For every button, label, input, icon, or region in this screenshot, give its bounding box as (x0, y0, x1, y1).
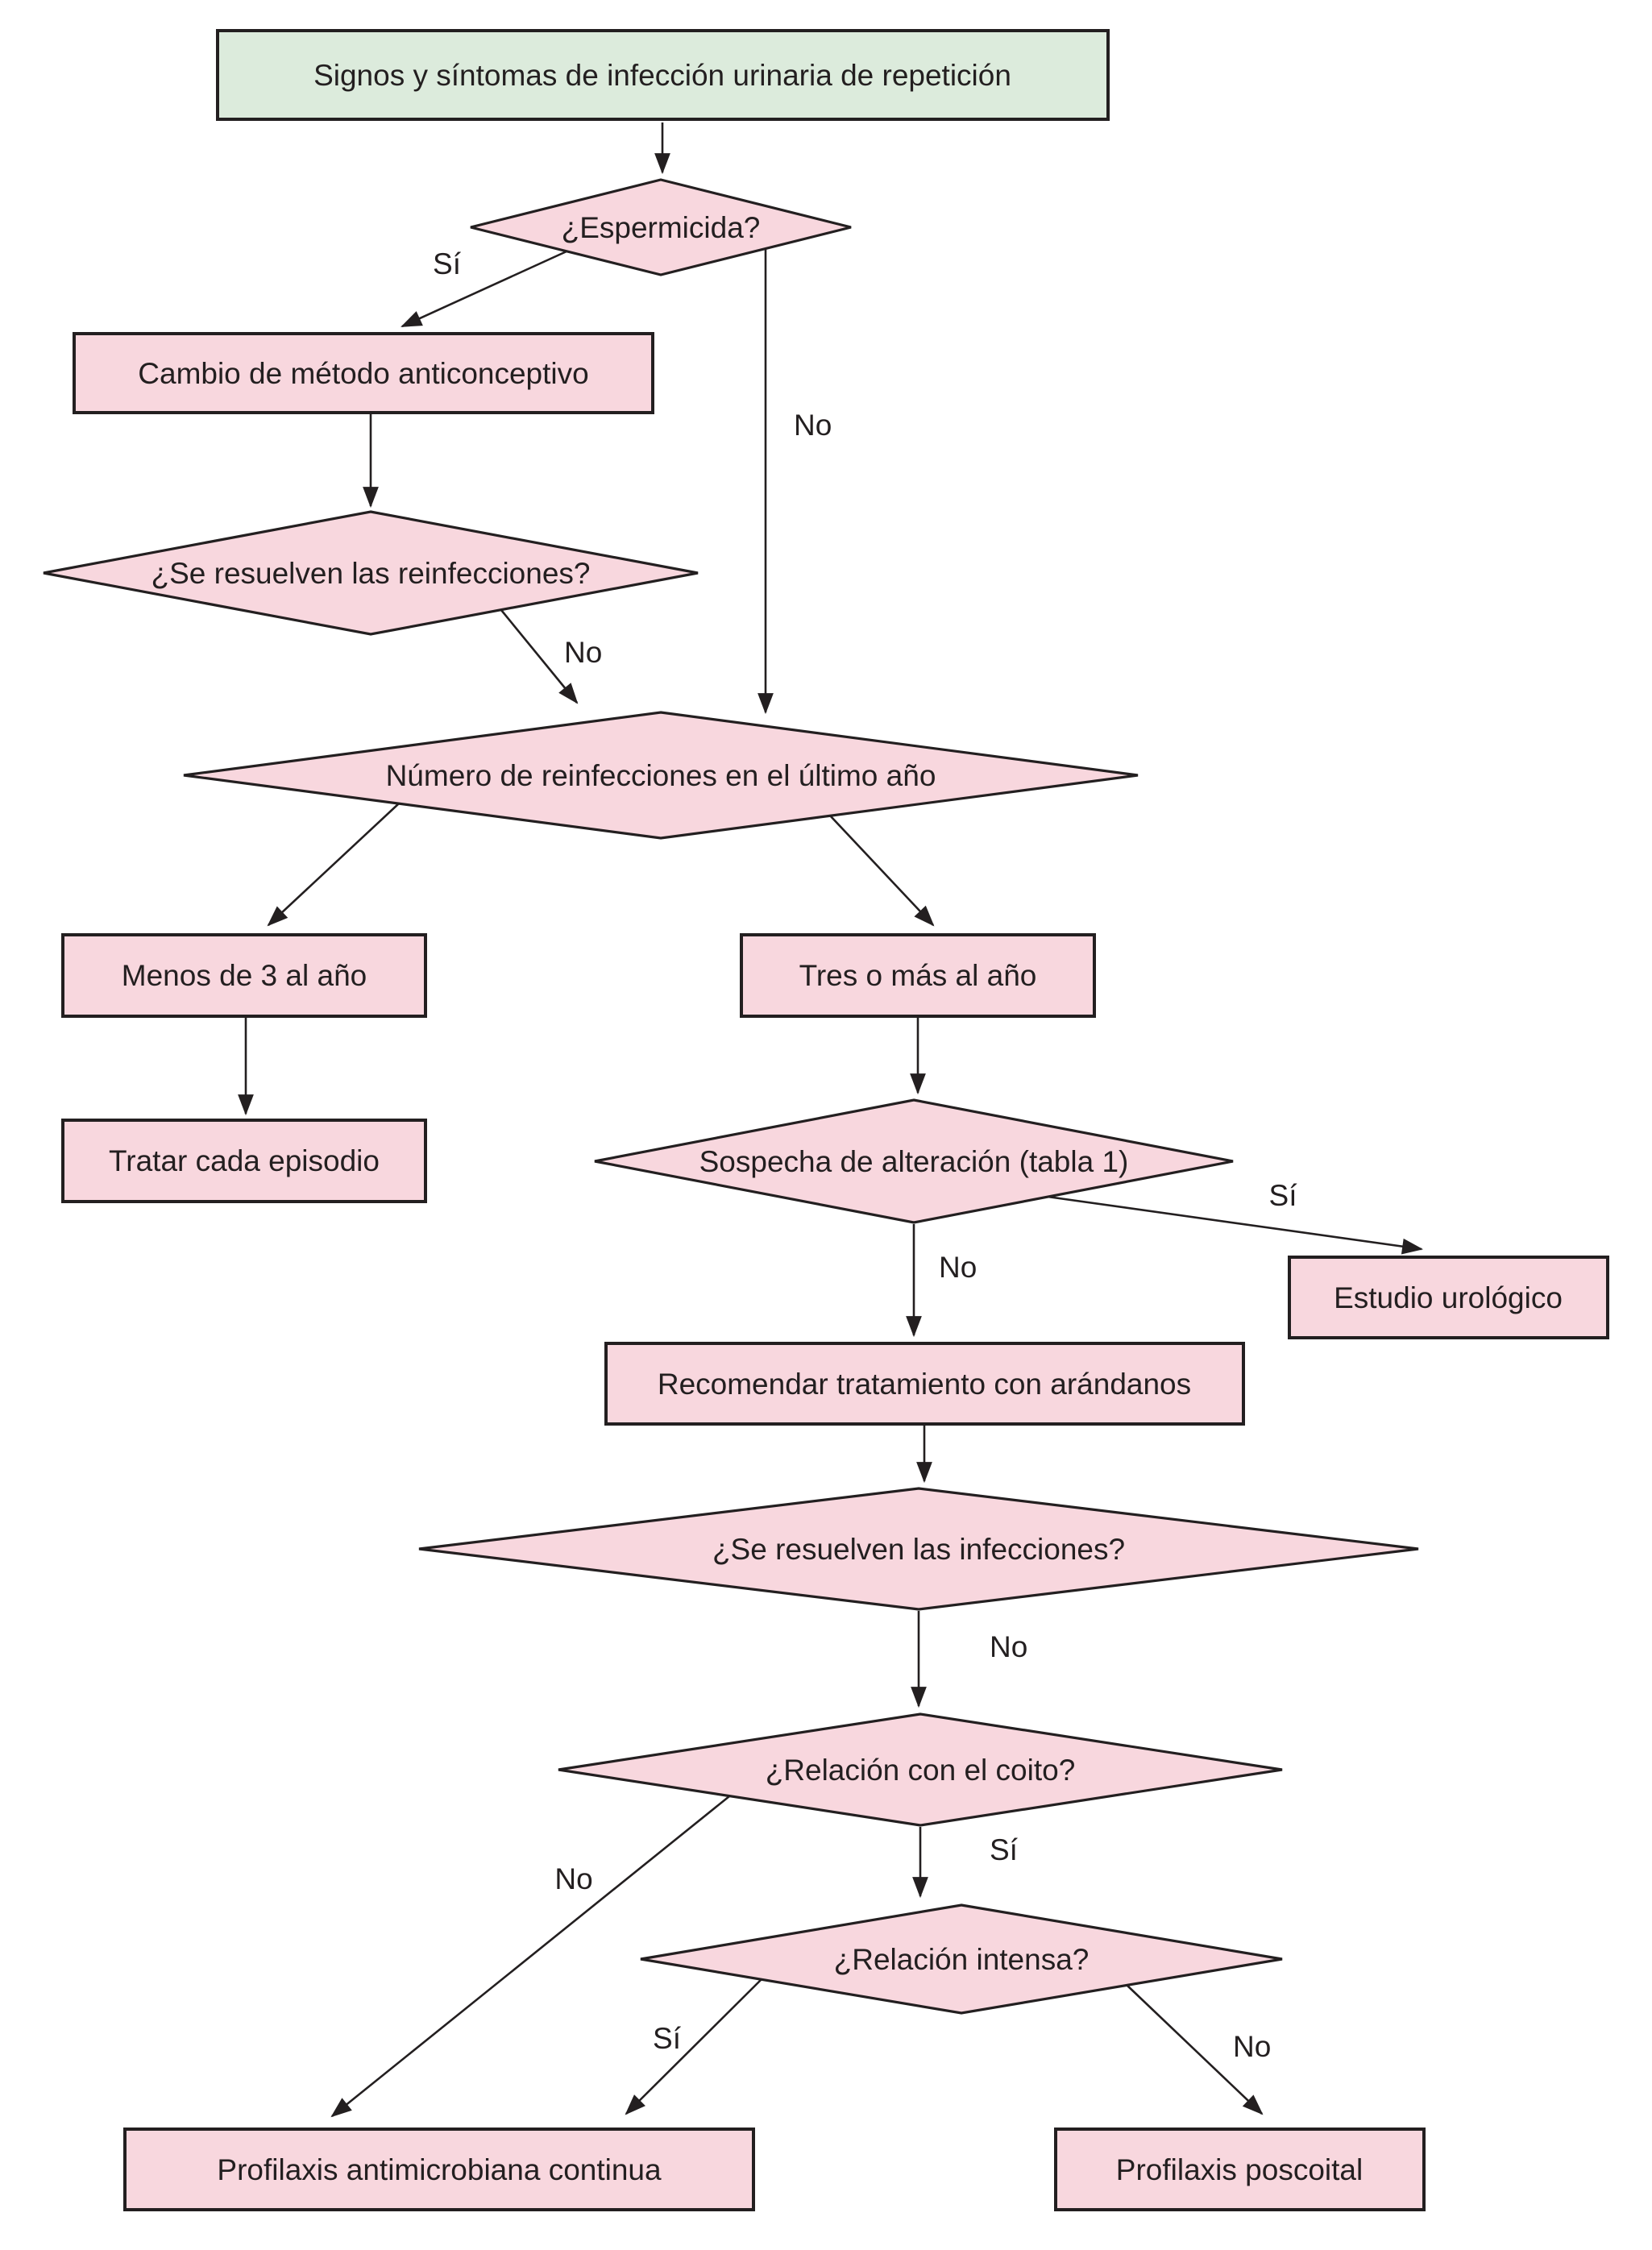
label-intensa-si: Sí (653, 2022, 682, 2055)
resuelven-infecciones-diamond (418, 1487, 1419, 1611)
sospecha-alteracion-diamond (594, 1098, 1234, 1224)
numero-reinfecciones-diamond (183, 711, 1139, 840)
edge-labels: Sí No No Sí No No Sí No Sí No (433, 247, 1297, 2063)
edge-reinfecciones-no-to-numero (500, 609, 579, 704)
node-profilaxis-poscoital: Profilaxis poscoital (1054, 2128, 1426, 2211)
relacion-coito-diamond (558, 1712, 1283, 1827)
profilaxis-poscoital-box (1054, 2128, 1426, 2211)
menos-de-3-label: Menos de 3 al año (122, 959, 367, 992)
label-espermicida-no: No (794, 409, 832, 442)
relacion-intensa-diamond (640, 1903, 1283, 2015)
estudio-urologico-box (1288, 1256, 1609, 1339)
edge-espermicida-si-to-cambio (401, 250, 567, 328)
tres-o-mas-box (740, 933, 1096, 1018)
resuelven-reinfecciones-diamond (43, 510, 699, 636)
profilaxis-continua-box (123, 2128, 755, 2211)
start-box (216, 29, 1110, 121)
tratamiento-arandanos-box (604, 1342, 1245, 1426)
edge-numero-to-tres-o-mas (829, 815, 935, 927)
label-sospecha-si: Sí (1269, 1179, 1298, 1212)
node-sospecha-alteracion: Sospecha de alteración (tabla 1) (594, 1098, 1234, 1224)
node-tratar-episodio: Tratar cada episodio (61, 1119, 427, 1203)
relacion-coito-label: ¿Relación con el coito? (766, 1754, 1076, 1787)
estudio-urologico-label: Estudio urológico (1334, 1281, 1563, 1314)
label-coito-no: No (554, 1862, 592, 1895)
start-label: Signos y síntomas de infección urinaria … (313, 59, 1011, 92)
edge-intensa-no-to-profilaxis-poscoital (1126, 1984, 1264, 2115)
label-intensa-no: No (1233, 2030, 1271, 2063)
node-resuelven-infecciones: ¿Se resuelven las infecciones? (418, 1487, 1419, 1611)
profilaxis-continua-label: Profilaxis antimicrobiana continua (217, 2153, 662, 2186)
node-menos-de-3: Menos de 3 al año (61, 933, 427, 1018)
edge-numero-to-menos-de-3 (267, 803, 400, 927)
label-infecciones-no: No (990, 1630, 1027, 1663)
label-reinfecciones-no: No (564, 636, 602, 669)
node-numero-reinfecciones: Número de reinfecciones en el último año (183, 711, 1139, 840)
resuelven-infecciones-label: ¿Se resuelven las infecciones? (712, 1533, 1125, 1566)
node-tratamiento-arandanos: Recomendar tratamiento con arándanos (604, 1342, 1245, 1426)
node-relacion-coito: ¿Relación con el coito? (558, 1712, 1283, 1827)
menos-de-3-box (61, 933, 427, 1018)
espermicida-label: ¿Espermicida? (562, 211, 761, 244)
sospecha-alteracion-label: Sospecha de alteración (tabla 1) (699, 1145, 1129, 1178)
tratar-episodio-box (61, 1119, 427, 1203)
node-relacion-intensa: ¿Relación intensa? (640, 1903, 1283, 2015)
node-espermicida: ¿Espermicida? (470, 178, 852, 276)
resuelven-reinfecciones-label: ¿Se resuelven las reinfecciones? (151, 557, 590, 590)
cambio-metodo-box (73, 332, 654, 414)
label-coito-si: Sí (990, 1833, 1019, 1866)
node-profilaxis-continua: Profilaxis antimicrobiana continua (123, 2128, 755, 2211)
node-tres-o-mas: Tres o más al año (740, 933, 1096, 1018)
node-estudio-urologico: Estudio urológico (1288, 1256, 1609, 1339)
edges (238, 122, 1424, 2118)
numero-reinfecciones-label: Número de reinfecciones en el último año (386, 759, 936, 792)
edge-coito-no-to-profilaxis-continua (330, 1795, 730, 2118)
edge-sospecha-si-to-estudio (1047, 1195, 1424, 1255)
node-start: Signos y síntomas de infección urinaria … (216, 29, 1110, 121)
node-cambio-metodo: Cambio de método anticonceptivo (73, 332, 654, 414)
relacion-intensa-label: ¿Relación intensa? (834, 1943, 1090, 1976)
tratar-episodio-label: Tratar cada episodio (109, 1144, 380, 1177)
tres-o-mas-label: Tres o más al año (799, 959, 1037, 992)
edge-intensa-si-to-profilaxis-continua (625, 1978, 762, 2115)
profilaxis-poscoital-label: Profilaxis poscoital (1116, 2153, 1363, 2186)
espermicida-diamond (470, 178, 852, 276)
label-espermicida-si: Sí (433, 247, 462, 280)
node-resuelven-reinfecciones: ¿Se resuelven las reinfecciones? (43, 510, 699, 636)
label-sospecha-no: No (939, 1251, 977, 1284)
cambio-metodo-label: Cambio de método anticonceptivo (138, 357, 588, 390)
tratamiento-arandanos-label: Recomendar tratamiento con arándanos (658, 1368, 1191, 1401)
